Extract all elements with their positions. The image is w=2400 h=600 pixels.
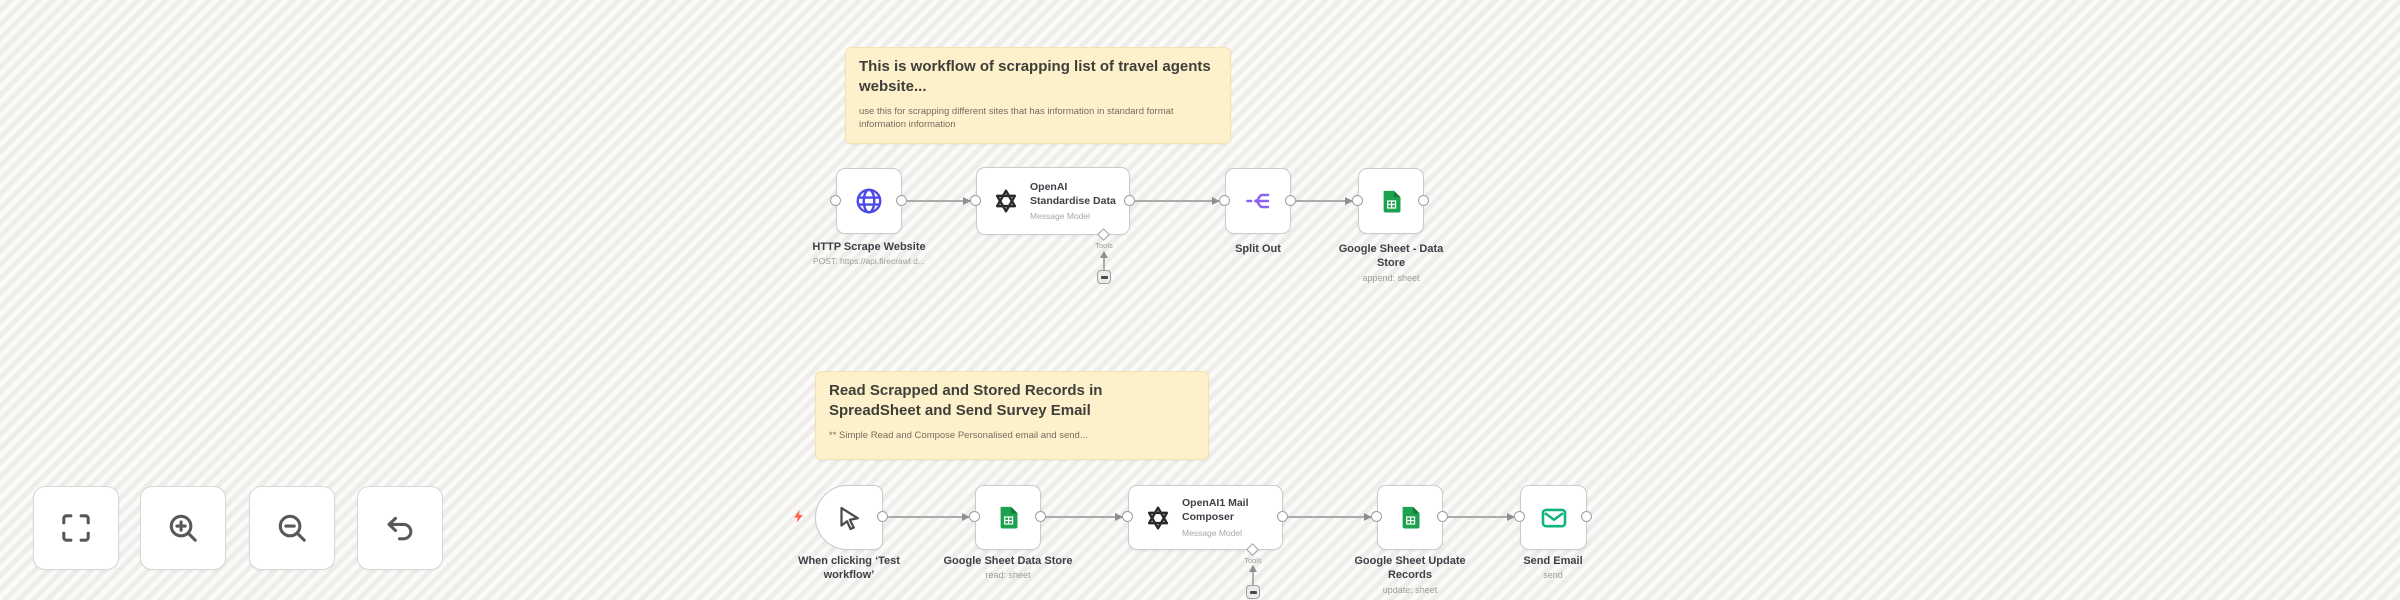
zoom-out-icon bbox=[274, 510, 310, 546]
node-label: HTTP Scrape Website POST: https://api.fi… bbox=[784, 240, 954, 267]
node-name: Google Sheet Update Records bbox=[1354, 555, 1466, 582]
connection-gsheetupdate-to-email bbox=[1443, 516, 1520, 518]
node-http-scrape-website[interactable] bbox=[836, 168, 902, 234]
sticky-note-title: Read Scrapped and Stored Records in Spre… bbox=[829, 382, 1103, 420]
connection-arrow-icon bbox=[1364, 513, 1372, 521]
sticky-note-scraping[interactable]: This is workflow of scrapping list of tr… bbox=[845, 47, 1231, 144]
sticky-note-title: This is workflow of scrapping list of tr… bbox=[859, 58, 1211, 96]
output-port[interactable] bbox=[896, 195, 907, 206]
connection-http-to-openai bbox=[902, 200, 976, 202]
node-openai-standardise-data[interactable]: OpenAI Standardise Data Message Model bbox=[976, 167, 1130, 235]
sticky-note-body: ** Simple Read and Compose Personalised … bbox=[829, 429, 1088, 441]
zoom-out-button[interactable] bbox=[249, 486, 335, 570]
input-port[interactable] bbox=[1371, 511, 1382, 522]
connection-openai-to-splitout bbox=[1130, 200, 1225, 202]
connection-arrow-icon bbox=[1345, 197, 1353, 205]
node-subtitle: Message Model bbox=[1182, 527, 1243, 538]
output-port[interactable] bbox=[1437, 511, 1448, 522]
connection-arrow-icon bbox=[963, 197, 971, 205]
input-port[interactable] bbox=[970, 195, 981, 206]
openai-icon bbox=[1144, 504, 1172, 532]
output-port[interactable] bbox=[1581, 511, 1592, 522]
sticky-note-survey[interactable]: Read Scrapped and Stored Records in Spre… bbox=[815, 371, 1209, 460]
connection-trigger-to-gsheet bbox=[883, 516, 975, 518]
node-name: Split Out bbox=[1235, 243, 1281, 255]
cursor-icon bbox=[834, 503, 864, 533]
output-port[interactable] bbox=[1277, 511, 1288, 522]
node-subtitle: POST: https://api.firecrawl.d... bbox=[813, 256, 925, 267]
connection-arrow-icon bbox=[962, 513, 970, 521]
node-send-email[interactable] bbox=[1520, 485, 1587, 550]
openai-icon bbox=[992, 187, 1020, 215]
node-label: Google Sheet Update Records update: shee… bbox=[1350, 554, 1470, 596]
node-subtitle: update: sheet bbox=[1382, 584, 1438, 595]
google-sheets-icon bbox=[1378, 188, 1405, 215]
node-google-sheet-data-store[interactable] bbox=[1358, 168, 1424, 234]
node-name: Send Email bbox=[1523, 555, 1583, 567]
undo-icon bbox=[382, 510, 418, 546]
connection-arrow-icon bbox=[1115, 513, 1123, 521]
connection-splitout-to-gsheet bbox=[1291, 200, 1358, 202]
fit-view-button[interactable] bbox=[33, 486, 119, 570]
connection-gsheet-to-openai bbox=[1041, 516, 1128, 518]
node-name: When clicking ‘Test workflow’ bbox=[798, 555, 900, 582]
email-icon bbox=[1539, 503, 1569, 533]
node-label: When clicking ‘Test workflow’ bbox=[774, 554, 924, 583]
zoom-in-button[interactable] bbox=[140, 486, 226, 570]
node-name: OpenAI Standardise Data bbox=[1030, 180, 1116, 207]
output-port[interactable] bbox=[1035, 511, 1046, 522]
output-port[interactable] bbox=[1285, 195, 1296, 206]
output-port[interactable] bbox=[877, 511, 888, 522]
output-port[interactable] bbox=[1418, 195, 1429, 206]
node-manual-trigger[interactable] bbox=[815, 485, 883, 550]
input-port[interactable] bbox=[1219, 195, 1230, 206]
node-name: Google Sheet - Data Store bbox=[1338, 243, 1444, 270]
node-subtitle: read: sheet bbox=[985, 570, 1031, 581]
node-google-sheet-update-records[interactable] bbox=[1377, 485, 1443, 550]
connection-tool-to-openai bbox=[1252, 566, 1254, 585]
node-split-out[interactable] bbox=[1225, 168, 1291, 234]
input-port[interactable] bbox=[1352, 195, 1363, 206]
node-name: HTTP Scrape Website bbox=[812, 241, 926, 253]
input-port[interactable] bbox=[969, 511, 980, 522]
node-label: Google Sheet - Data Store append: sheet bbox=[1331, 242, 1451, 284]
input-port[interactable] bbox=[1514, 511, 1525, 522]
zoom-in-icon bbox=[165, 510, 201, 546]
node-name: Google Sheet Data Store bbox=[943, 555, 1073, 567]
node-label: Google Sheet Data Store read: sheet bbox=[923, 554, 1093, 582]
node-ai-tool-collapsed[interactable] bbox=[1097, 270, 1111, 284]
connection-arrow-icon bbox=[1212, 197, 1220, 205]
input-port[interactable] bbox=[1122, 511, 1133, 522]
node-google-sheet-data-store-read[interactable] bbox=[975, 485, 1041, 550]
trigger-bolt-icon bbox=[791, 509, 806, 524]
node-label: Send Email send bbox=[1493, 554, 1613, 582]
node-ai-tool-collapsed[interactable] bbox=[1246, 585, 1260, 599]
google-sheets-icon bbox=[1397, 504, 1424, 531]
connection-openai-to-gsheetupdate bbox=[1283, 516, 1377, 518]
node-label: Split Out bbox=[1198, 242, 1318, 256]
node-name: OpenAI1 Mail Composer bbox=[1182, 497, 1249, 523]
node-subtitle: append: sheet bbox=[1362, 272, 1420, 283]
connection-tool-to-openai bbox=[1103, 252, 1105, 270]
split-out-icon bbox=[1243, 186, 1273, 216]
node-openai-mail-composer[interactable]: OpenAI1 Mail Composer Message Model bbox=[1128, 485, 1283, 550]
globe-icon bbox=[854, 186, 884, 216]
tools-port-label: Tools bbox=[1244, 556, 1262, 565]
connection-arrow-icon bbox=[1100, 251, 1108, 258]
output-port[interactable] bbox=[1124, 195, 1135, 206]
input-port[interactable] bbox=[830, 195, 841, 206]
connection-arrow-icon bbox=[1507, 513, 1515, 521]
node-subtitle: send bbox=[1543, 570, 1563, 581]
connection-arrow-icon bbox=[1249, 565, 1257, 572]
sticky-note-body: use this for scrapping different sites t… bbox=[859, 105, 1174, 131]
undo-button[interactable] bbox=[357, 486, 443, 570]
node-subtitle: Message Model bbox=[1030, 211, 1091, 222]
fit-view-icon bbox=[58, 510, 94, 546]
tools-port-label: Tools bbox=[1095, 241, 1113, 250]
google-sheets-icon bbox=[995, 504, 1022, 531]
